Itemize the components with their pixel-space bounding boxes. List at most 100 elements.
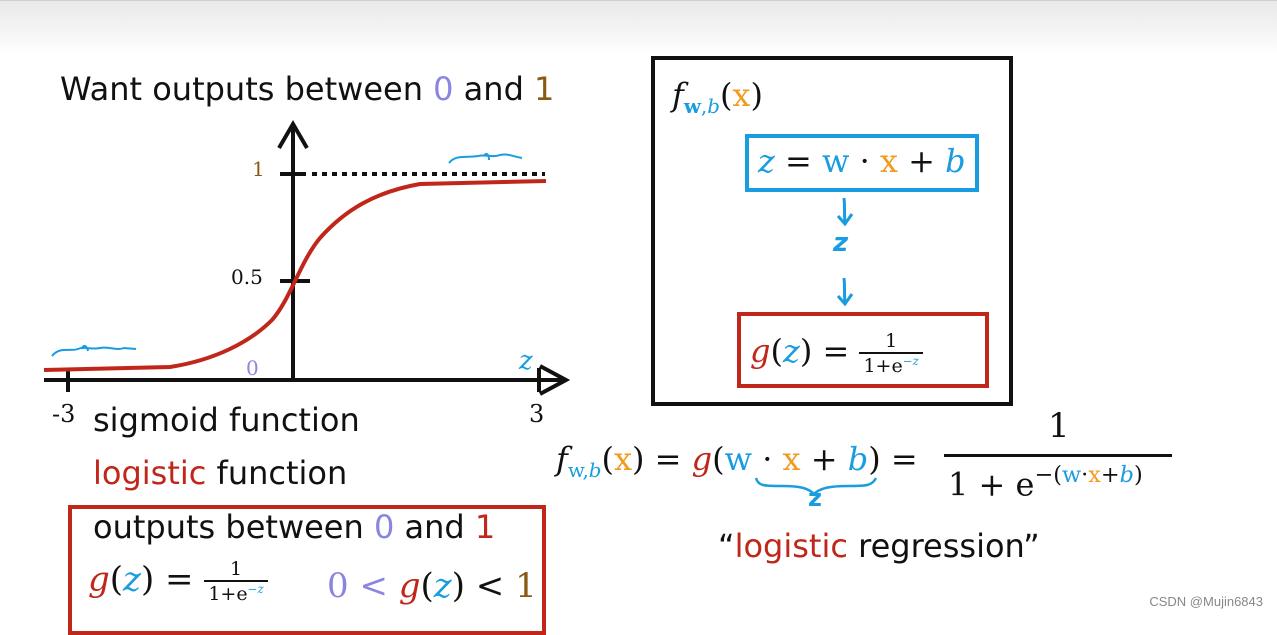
sigmoid-graph: 1 0.5 0 z -3 3 (43, 120, 571, 428)
range-inequality: 0 < g(z) < 1 (327, 566, 537, 606)
model-sub-w: w (683, 93, 701, 118)
geq-num: 1 (859, 330, 923, 354)
ineq-one: 1 (515, 566, 537, 606)
logistic-regression-caption: “logistic regression” (718, 527, 1040, 565)
x-label-neg3: -3 (52, 400, 75, 428)
zeq-z: z (758, 142, 775, 180)
outputs-and: and (394, 508, 475, 546)
handwritten-tick-low (81, 344, 89, 352)
underbrace (754, 477, 878, 496)
mf-denominator: 1 + e−(w·x+b) (948, 462, 1143, 504)
handwritten-scribble-low (51, 346, 137, 357)
flow-arrows (836, 197, 854, 307)
logistic-word: logistic (93, 454, 207, 492)
model-f: f (672, 76, 684, 114)
model-x: x (732, 76, 751, 114)
mf-plus: + (810, 440, 838, 478)
left-frac-num: 1 (204, 558, 268, 582)
model-f-label: fw,b(x) (672, 76, 763, 118)
mf-w: w (724, 440, 753, 478)
zeq-w: w (822, 142, 850, 180)
main-formula: fw,b(x) = g(w · x + b) = (556, 440, 918, 482)
left-g: g (88, 559, 110, 600)
mf-numerator: 1 (1048, 406, 1070, 446)
underbrace-z-label: z (808, 484, 822, 512)
arrow-down-icon-2 (836, 277, 854, 307)
heading: Want outputs between 0 and 1 (60, 70, 554, 108)
axis-z-label: z (518, 346, 533, 376)
left-frac-exp: −z (247, 582, 264, 596)
geq-z: z (782, 332, 800, 371)
heading-prefix: Want outputs between (60, 70, 434, 108)
heading-and: and (453, 70, 535, 108)
mf-b: b (847, 440, 869, 478)
ineq-lt2: < (475, 566, 505, 606)
heading-zero: 0 (433, 70, 454, 108)
mf-den-prefix: 1 + e (948, 465, 1035, 504)
z-equation-box (745, 134, 979, 192)
mf-exp-b: b (1119, 462, 1134, 488)
mf-exp-x: x (1088, 462, 1101, 488)
function-word: function (206, 454, 348, 492)
sigmoid-curve (43, 179, 547, 372)
mf-eq2: = (890, 440, 918, 478)
mf-exp-dot: · (1081, 462, 1089, 488)
mf-f: f (556, 440, 568, 478)
z-equation: z = w · x + b (758, 142, 966, 180)
zeq-plus: + (908, 142, 935, 180)
handwritten-tick-high (483, 152, 490, 161)
underbrace-icon (754, 477, 878, 496)
caption-open-quote: “ (718, 527, 735, 565)
left-frac-den: 1+e (208, 583, 248, 606)
y-label-1: 1 (252, 157, 265, 181)
mf-eq1: = (654, 440, 682, 478)
caption-logistic: logistic (734, 527, 848, 565)
model-box (651, 56, 1013, 406)
mf-dot: · (762, 440, 773, 478)
x-axis-arrow (539, 364, 571, 396)
geq-den: 1+e (863, 355, 903, 378)
arrow-down-icon (836, 197, 854, 227)
g-equation-box (737, 312, 989, 388)
browser-top-bar (0, 0, 1277, 53)
mf-x2: x (782, 440, 801, 478)
logistic-function-label: logistic function (93, 454, 347, 492)
ineq-z: z (433, 566, 452, 606)
geq-g: g (750, 332, 771, 371)
mf-x: x (613, 440, 633, 478)
mf-exp-plus: + (1100, 462, 1120, 488)
heading-one: 1 (534, 70, 555, 108)
y-label-0: 0 (246, 356, 259, 380)
zeq-eq: = (785, 142, 812, 180)
outputs-zero: 0 (373, 508, 395, 546)
model-sub-b: b (707, 94, 720, 118)
y-label-half: 0.5 (231, 265, 263, 289)
outputs-one: 1 (474, 508, 496, 546)
zeq-x: x (879, 142, 898, 180)
mf-exp-w: w (1061, 462, 1082, 488)
outputs-prefix: outputs between (93, 508, 374, 546)
mf-g: g (691, 440, 713, 478)
left-eq: = (165, 559, 194, 600)
handwritten-z: z (833, 228, 849, 258)
ineq-g: g (398, 566, 421, 606)
zeq-dot: · (859, 142, 870, 180)
watermark: CSDN @Mujin6843 (1149, 594, 1263, 609)
geq-exp: −z (902, 354, 919, 368)
mf-sub-w: w (567, 458, 583, 482)
left-z: z (123, 559, 141, 600)
mf-fraction-bar (944, 454, 1172, 457)
outputs-between-label: outputs between 0 and 1 (93, 508, 495, 546)
caption-rest: regression” (847, 527, 1040, 565)
sigmoid-function-label: sigmoid function (93, 401, 360, 439)
y-axis-arrow (277, 120, 309, 150)
x-label-3: 3 (529, 400, 544, 428)
geq-eq: = (822, 332, 850, 371)
zeq-b: b (945, 142, 966, 180)
ineq-zero: 0 (327, 566, 349, 606)
handwritten-scribble-high (448, 153, 523, 164)
